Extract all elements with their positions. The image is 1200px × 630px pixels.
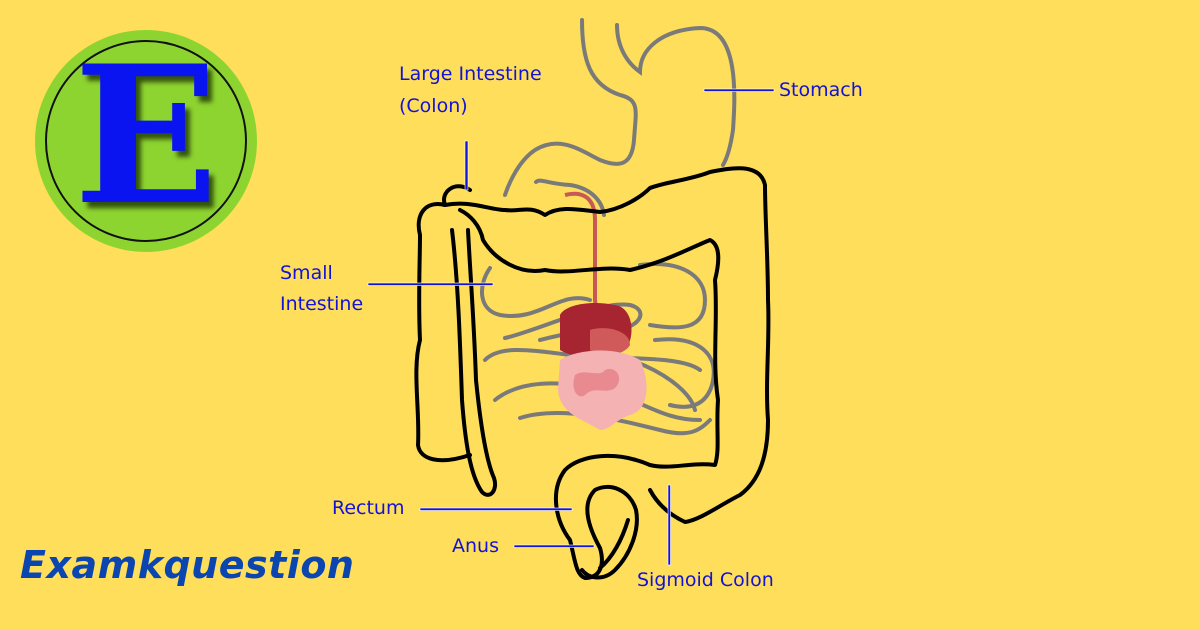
label-small-intestine-line2: Intestine bbox=[280, 293, 364, 315]
label-large-intestine-line2: (Colon) bbox=[399, 95, 468, 117]
logo-ring bbox=[45, 40, 247, 242]
label-rectum: Rectum bbox=[332, 497, 405, 519]
label-anus: Anus bbox=[452, 535, 499, 557]
logo-letter: E bbox=[73, 24, 219, 247]
label-sigmoid-colon: Sigmoid Colon bbox=[637, 569, 774, 591]
label-large-intestine-line1: Large Intestine bbox=[399, 63, 542, 85]
large-intestine-outline bbox=[414, 166, 771, 580]
stomach-outline bbox=[503, 18, 737, 217]
leader-lines bbox=[367, 88, 775, 566]
brand-name: Examkquestion bbox=[20, 543, 355, 587]
label-small-intestine-line1: Small bbox=[280, 262, 333, 284]
logo-badge: E bbox=[35, 30, 257, 252]
label-stomach: Stomach bbox=[779, 79, 863, 101]
